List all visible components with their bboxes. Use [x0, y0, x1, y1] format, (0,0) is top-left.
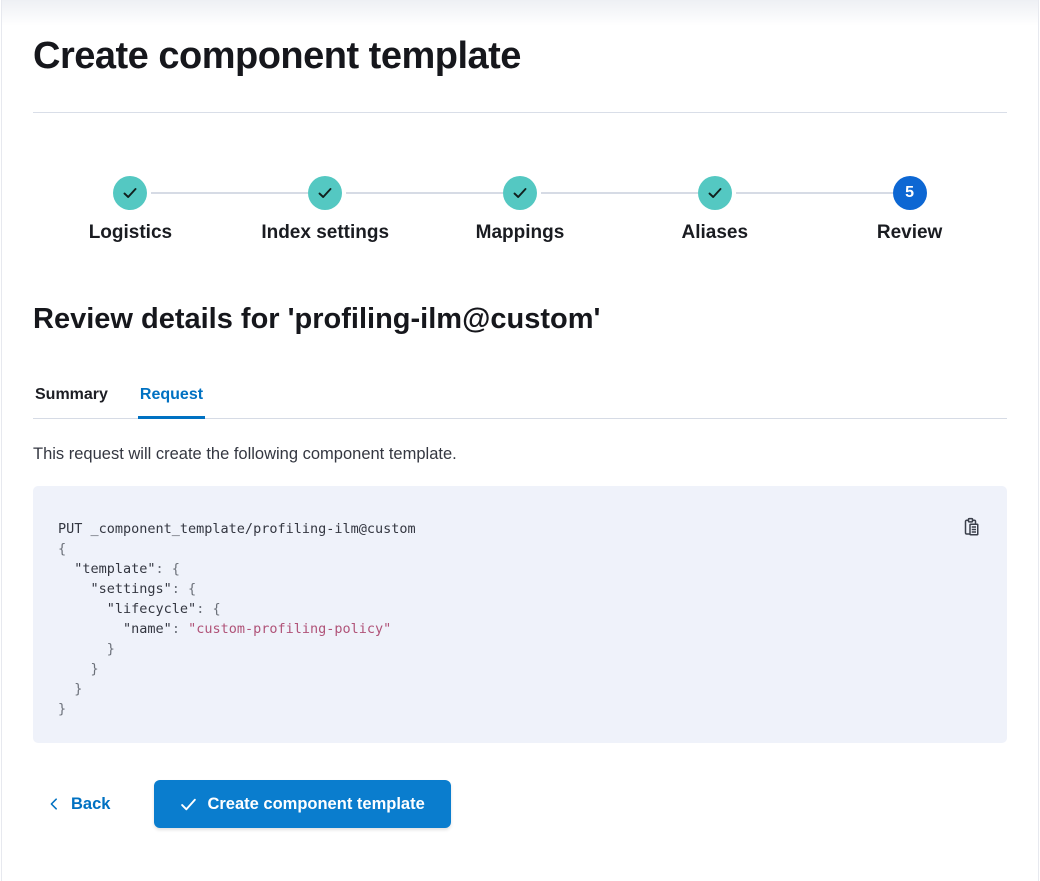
check-icon — [318, 188, 332, 198]
step-label: Logistics — [88, 222, 173, 243]
step-circle-complete[interactable] — [113, 176, 148, 210]
step-index-settings: Index settings — [151, 176, 423, 244]
back-label: Back — [71, 794, 111, 813]
copy-clipboard-icon — [964, 517, 979, 536]
content: Create component template Logistics Index… — [2, 0, 1038, 828]
code-line: } — [58, 661, 99, 677]
check-icon — [513, 188, 527, 198]
request-description: This request will create the following c… — [33, 445, 457, 463]
chevron-left-icon — [50, 798, 57, 810]
step-circle-complete[interactable] — [502, 176, 537, 210]
code-line: } — [58, 681, 83, 697]
step-circle-complete[interactable] — [697, 176, 732, 210]
code-line: "name": "custom-profiling-policy" — [123, 621, 392, 637]
code-content: PUT _component_template/profiling-ilm@cu… — [58, 519, 947, 719]
code-line: "settings": { — [90, 581, 197, 597]
tab-summary[interactable]: Summary — [35, 386, 108, 403]
code-line: } — [58, 641, 115, 657]
header-divider — [33, 112, 1007, 113]
step-mappings: Mappings — [346, 176, 618, 244]
review-heading: Review details for 'profiling-ilm@custom… — [33, 303, 601, 335]
step-label: Index settings — [261, 222, 390, 243]
code-line: "template": { — [74, 561, 180, 577]
step-label: Aliases — [681, 222, 749, 243]
code-line: "lifecycle": { — [106, 601, 221, 617]
code-line: PUT _component_template/profiling-ilm@cu… — [58, 521, 416, 537]
footer: Back Create component template — [33, 780, 1007, 828]
tabs: Summary Request — [33, 384, 1007, 419]
code-line: } — [58, 701, 67, 717]
step-circle-current[interactable]: 5 — [892, 176, 927, 210]
step-label: Review — [876, 222, 943, 243]
code-line: { — [58, 541, 67, 557]
check-icon — [123, 188, 137, 198]
step-label: Mappings — [475, 222, 565, 243]
submit-label: Create component template — [207, 794, 425, 813]
step-logistics: Logistics — [33, 176, 228, 244]
tab-request[interactable]: Request — [137, 384, 206, 419]
copy-button[interactable] — [957, 513, 985, 541]
page-title: Create component template — [33, 35, 521, 77]
code-block: PUT _component_template/profiling-ilm@cu… — [33, 486, 1007, 743]
create-component-template-button[interactable]: Create component template — [154, 780, 451, 828]
step-aliases: Aliases — [541, 176, 812, 244]
back-button[interactable]: Back — [39, 787, 118, 822]
check-icon — [181, 798, 197, 810]
check-icon — [708, 188, 722, 198]
step-circle-complete[interactable] — [308, 176, 343, 210]
